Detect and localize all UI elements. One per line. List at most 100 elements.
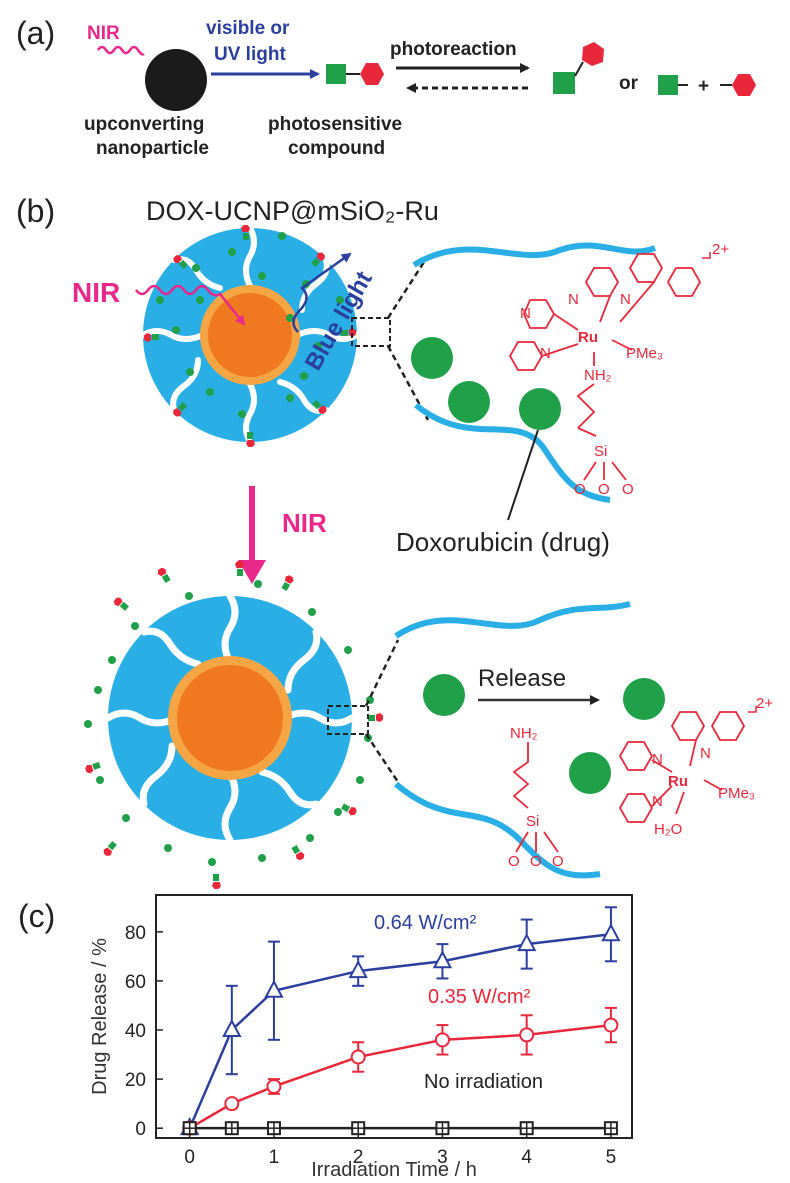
nir-label: NIR xyxy=(87,23,120,44)
panel-b-label: (b) xyxy=(16,193,55,229)
x-axis-label: Irradiation Time / h xyxy=(311,1159,477,1181)
dox-molecule-released-2 xyxy=(569,752,611,794)
series-label-1: 0.35 W/cm² xyxy=(428,986,531,1008)
visible-light-label-line2: UV light xyxy=(214,44,286,65)
x-tick-label: 5 xyxy=(606,1147,617,1168)
dox-molecule-4 xyxy=(423,674,465,716)
data-point xyxy=(519,1027,535,1043)
pore-wall-top-upper xyxy=(412,242,657,268)
data-point xyxy=(266,1078,282,1094)
isomer-product-icon xyxy=(553,42,604,94)
y-tick-label: 60 xyxy=(125,972,146,993)
ru-bottom-o-1: O xyxy=(508,853,520,870)
ru-top-n-1: N xyxy=(520,305,531,322)
ru-top-metal: Ru xyxy=(578,329,598,346)
ru-bottom-nh2: NH₂ xyxy=(510,725,538,742)
ru-bottom-metal: Ru xyxy=(668,773,688,790)
nir-arrow-label: NIR xyxy=(282,508,327,538)
ru-top-pme3: PMe₃ xyxy=(626,345,663,362)
x-tick-label: 2 xyxy=(353,1147,364,1168)
nir-in-label: NIR xyxy=(72,277,120,308)
series-0 xyxy=(180,906,621,1136)
pore-wall-top-lower xyxy=(414,402,611,503)
ru-top-charge: 2+ xyxy=(712,241,729,258)
release-label: Release xyxy=(478,665,566,692)
zoom-line-bottom-2 xyxy=(364,733,400,783)
data-point xyxy=(603,1017,619,1033)
series-1 xyxy=(182,1006,619,1136)
series-2 xyxy=(182,1121,618,1136)
photosensitive-label-line2: compound xyxy=(288,138,385,159)
ru-top-nh2: NH₂ xyxy=(584,367,612,384)
loaded-drug-dots xyxy=(156,232,344,418)
or-label: or xyxy=(619,73,639,94)
panel-c-label: (c) xyxy=(18,898,55,934)
upconverting-label-line1: upconverting xyxy=(84,114,204,135)
y-tick-label: 80 xyxy=(125,923,146,944)
pore-wall-bottom-upper xyxy=(394,601,631,639)
ru-bottom-n-2: N xyxy=(700,745,711,762)
x-tick-label: 0 xyxy=(184,1147,195,1168)
nir-down-arrow-head xyxy=(238,560,266,584)
ru-bottom-n-3: N xyxy=(652,793,663,810)
ru-complex-capped: N N N N Ru PMe₃ NH₂ Si O O O 2+ xyxy=(508,241,729,498)
photosensitive-label-line1: photosensitive xyxy=(268,114,402,135)
dox-molecule-2 xyxy=(448,381,490,423)
nanocarrier-title: DOX-UCNP@mSiO₂-Ru xyxy=(146,196,439,226)
upconverting-label-line2: nanoparticle xyxy=(96,138,209,159)
data-point xyxy=(350,1049,366,1065)
photoreaction-label: photoreaction xyxy=(390,39,517,60)
ru-top-o-2: O xyxy=(598,481,610,498)
y-axis-label: Drug Release / % xyxy=(89,938,111,1095)
data-point xyxy=(434,1032,450,1048)
y-tick-label: 20 xyxy=(125,1070,146,1091)
data-point xyxy=(432,950,453,969)
series-label-2: No irradiation xyxy=(424,1071,543,1093)
blue-light-wave-icon xyxy=(292,252,352,333)
upconverting-nanoparticle-icon xyxy=(145,49,207,111)
x-tick-label: 3 xyxy=(437,1147,448,1168)
ru-top-o-1: O xyxy=(574,481,586,498)
zoom-line-bottom-1 xyxy=(364,639,400,707)
dox-molecule-3 xyxy=(519,388,561,430)
data-point xyxy=(348,959,368,979)
x-tick-label: 1 xyxy=(269,1147,280,1168)
pore-wall-bottom-lower xyxy=(394,781,601,879)
nanoparticle-released xyxy=(84,561,383,889)
y-tick-label: 40 xyxy=(125,1021,146,1042)
drug-pointer-line xyxy=(507,429,539,521)
nir-in-wave-icon xyxy=(135,284,246,326)
ru-bottom-h2o: H₂O xyxy=(654,821,682,838)
nanoparticle-loaded xyxy=(140,225,360,447)
ru-bottom-si: Si xyxy=(526,813,539,830)
ru-bottom-charge: 2+ xyxy=(756,695,773,712)
ru-top-n-3: N xyxy=(620,291,631,308)
ru-bottom-o-2: O xyxy=(530,853,542,870)
ucnp-core xyxy=(208,293,292,377)
cleaved-product-green-icon xyxy=(658,75,688,95)
plot-frame xyxy=(155,894,633,1139)
panel-a: (a) NIR visible or UV light upconverting… xyxy=(16,15,756,159)
zoom-line-top-1 xyxy=(386,261,426,319)
plus-label: + xyxy=(698,76,709,97)
dox-molecule-1 xyxy=(411,337,453,379)
dox-molecule-released-1 xyxy=(623,678,665,720)
nir-wave-icon xyxy=(96,45,145,56)
data-point xyxy=(224,1096,240,1112)
pore-channels-released xyxy=(104,592,356,844)
ru-top-n-4: N xyxy=(540,345,551,362)
ucnp-core-released xyxy=(177,665,283,771)
series-line xyxy=(189,1023,612,1130)
ru-top-si: Si xyxy=(594,443,607,460)
ru-top-n-2: N xyxy=(568,291,579,308)
data-point xyxy=(517,932,537,952)
series-label-0: 0.64 W/cm² xyxy=(374,912,477,934)
zoom-box-top xyxy=(351,317,391,347)
panel-a-label: (a) xyxy=(16,15,55,51)
x-tick-label: 4 xyxy=(521,1147,532,1168)
panel-b: (b) DOX-UCNP@mSiO₂-Ru xyxy=(16,193,773,889)
ru-top-o-3: O xyxy=(622,481,634,498)
ru-bottom-o-3: O xyxy=(552,853,564,870)
